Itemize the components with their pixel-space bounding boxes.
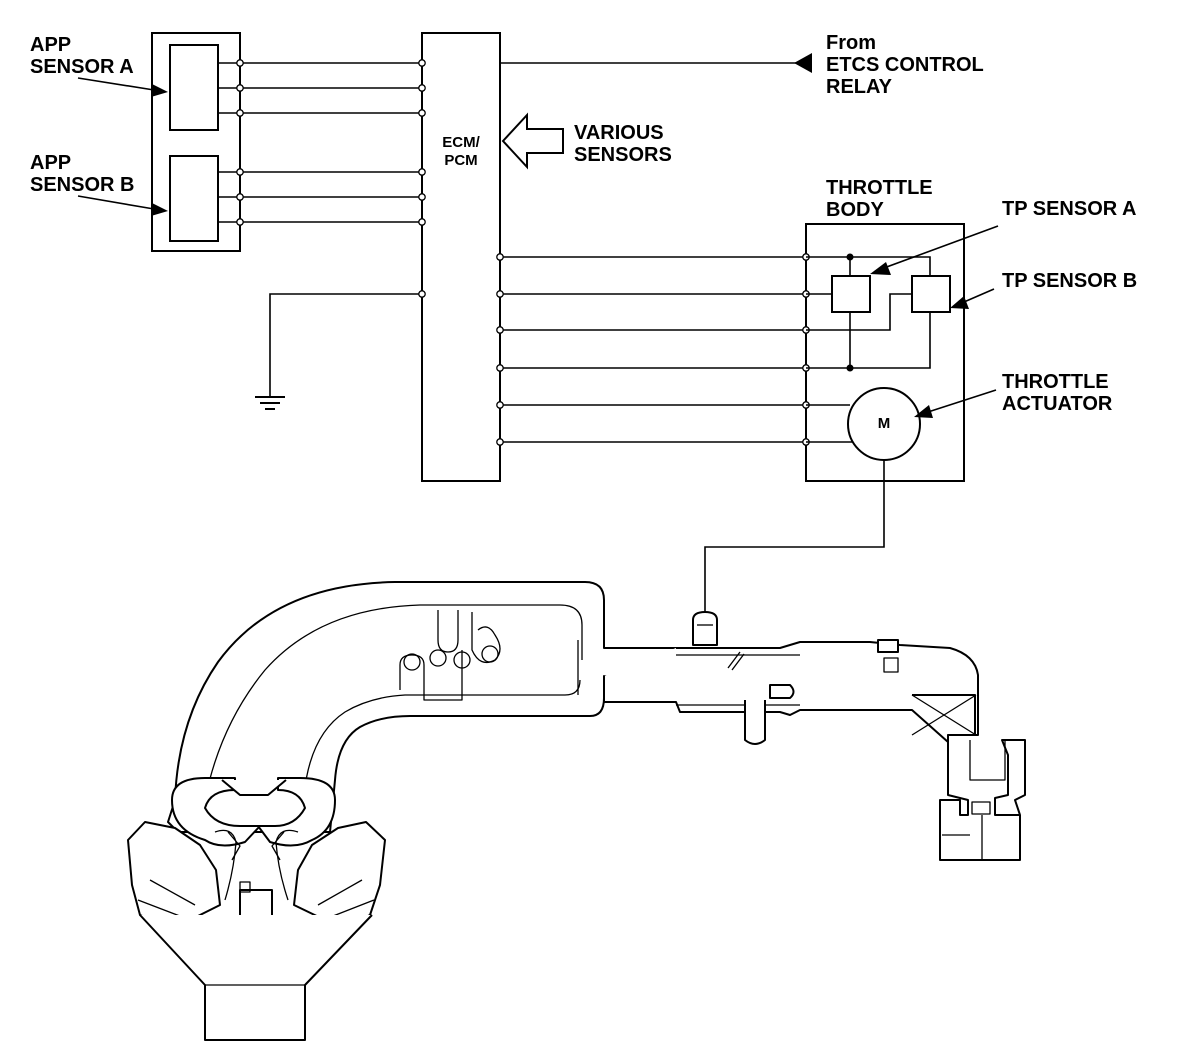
app-terminals (236, 59, 426, 226)
app-wires (218, 62, 422, 223)
actuator-linkage (704, 460, 885, 615)
motor-label: M (877, 415, 891, 432)
leader-arrows (77, 77, 999, 418)
app-sensor-a-element (169, 44, 219, 131)
etcs-relay-wire (500, 53, 812, 73)
tp-sensor-b-label: TP SENSOR B (1002, 270, 1138, 292)
app-sensor-b-element (169, 155, 219, 242)
ecm-pcm-box (421, 32, 501, 482)
intake-and-engine-illustration (127, 581, 1026, 1041)
ecm-pcm-label: ECM/PCM (442, 134, 480, 169)
tp-sensor-b-element (911, 275, 951, 313)
ground-symbol (255, 290, 426, 410)
various-sensors-arrow-icon (501, 112, 564, 170)
throttle-wires (500, 256, 806, 443)
throttle-terminals (496, 253, 810, 446)
tp-sensor-a-label: TP SENSOR A (1002, 198, 1137, 220)
tp-sensor-a-element (831, 275, 871, 313)
